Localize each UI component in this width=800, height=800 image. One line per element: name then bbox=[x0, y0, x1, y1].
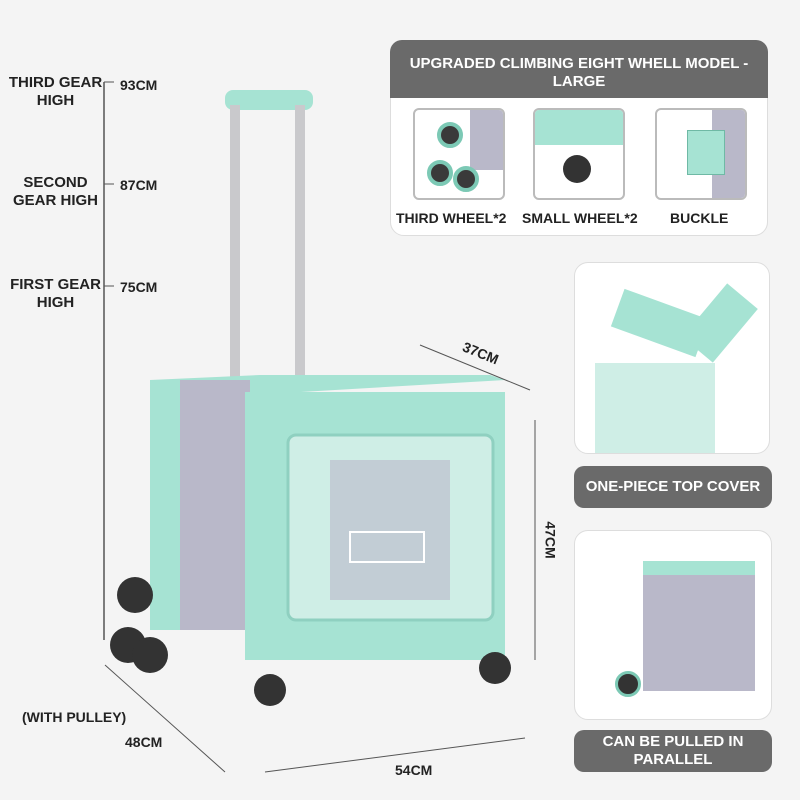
third-wheel-caption: THIRD WHEEL*2 bbox=[396, 210, 507, 226]
third-gear-value: 93CM bbox=[120, 77, 158, 93]
buckle-caption: BUCKLE bbox=[670, 210, 729, 226]
parallel-pull-label: CAN BE PULLED IN PARALLEL bbox=[574, 730, 772, 772]
second-gear-value: 87CM bbox=[120, 177, 158, 193]
small-wheel-thumbnail bbox=[533, 108, 625, 200]
length-note: (WITH PULLEY) bbox=[22, 709, 127, 725]
third-gear-label: THIRD GEAR HIGH bbox=[8, 74, 103, 109]
parallel-pull-image bbox=[574, 530, 772, 720]
width-dimension: 54CM bbox=[395, 762, 433, 778]
third-wheel-thumbnail bbox=[413, 108, 505, 200]
small-wheel-caption: SMALL WHEEL*2 bbox=[522, 210, 638, 226]
features-title: UPGRADED CLIMBING EIGHT WHELL MODEL -LAR… bbox=[390, 40, 768, 98]
top-cover-image bbox=[574, 262, 770, 454]
top-cover-label: ONE-PIECE TOP COVER bbox=[574, 466, 772, 508]
length-dimension: 48CM bbox=[125, 734, 163, 750]
buckle-thumbnail bbox=[655, 108, 747, 200]
height-dimension: 47CM bbox=[542, 521, 559, 559]
first-gear-label: FIRST GEAR HIGH bbox=[10, 276, 101, 311]
first-gear-value: 75CM bbox=[120, 279, 158, 295]
second-gear-label: SECOND GEAR HIGH bbox=[12, 174, 98, 209]
